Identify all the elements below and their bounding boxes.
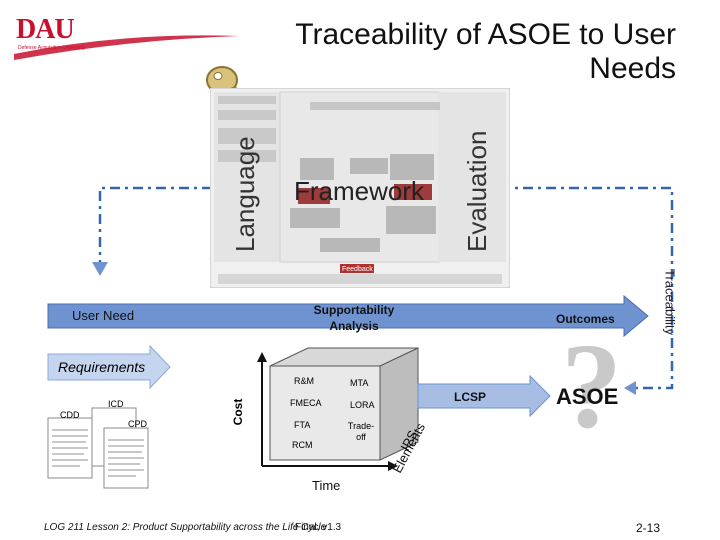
cpd-label: CPD (128, 419, 148, 429)
asoe-label: ASOE (556, 384, 619, 409)
title-line-1: Traceability of ASOE to User (295, 18, 676, 51)
icd-label: ICD (108, 399, 124, 409)
left-trace-arrowhead (92, 262, 108, 276)
feedback-label: Feedback (342, 266, 373, 273)
framework-left-column-blocks (218, 96, 276, 162)
dau-logo-subtext: Defense Acquisition University (18, 45, 86, 51)
time-axis-arrowhead (388, 461, 398, 471)
lora-item: LORA (350, 400, 375, 410)
lcsp-arrow (417, 374, 551, 418)
time-axis-label: Time (312, 478, 341, 493)
traceability-label: Traceability (662, 269, 678, 335)
cube-side (379, 347, 419, 461)
evaluation-label: Evaluation (462, 131, 492, 252)
title-line-2: Needs (589, 52, 676, 85)
page-title: Traceability of ASOE to User Needs (230, 18, 676, 86)
svg-text:Elements: Elements (389, 420, 428, 475)
dau-logo: DAU (16, 14, 75, 45)
left-trace-line (98, 186, 212, 262)
cost-axis-arrowhead (257, 352, 267, 362)
document-text-lines (52, 429, 144, 477)
framework-label: Framework (294, 176, 425, 206)
right-trace-arrowhead (624, 381, 636, 395)
tradeoff-item: Trade- off (347, 421, 375, 442)
framework-process-blocks (290, 154, 436, 252)
framework-diagram: Language Framework Evaluation Feedback (210, 88, 510, 288)
footer-course: LOG 211 Lesson 2: Product Supportability… (44, 522, 342, 533)
rcm-item: RCM (292, 440, 313, 450)
mta-item: MTA (350, 378, 369, 388)
logo-swoosh (14, 35, 239, 60)
language-label: Language (230, 136, 260, 252)
page-number: 2-13 (636, 521, 661, 535)
supportability-analysis-label: Supportability Analysis (313, 303, 395, 333)
rm-item: R&M (294, 376, 314, 386)
cdd-label: CDD (60, 410, 80, 420)
right-trace-line (500, 186, 674, 390)
framework-red-blocks (298, 184, 432, 204)
lcsp-label: LCSP (454, 390, 487, 404)
user-need-label: User Need (72, 308, 135, 323)
requirements-arrow (47, 344, 171, 390)
outcomes-label: Outcomes (556, 312, 615, 326)
fmeca-item: FMECA (290, 398, 322, 408)
ips-elements-label: IPS Elements (389, 420, 428, 475)
question-mark-graphic: ? (561, 319, 622, 454)
fta-item: FTA (294, 420, 311, 430)
requirements-label: Requirements (58, 359, 146, 375)
outcomes-arrow (47, 294, 649, 338)
